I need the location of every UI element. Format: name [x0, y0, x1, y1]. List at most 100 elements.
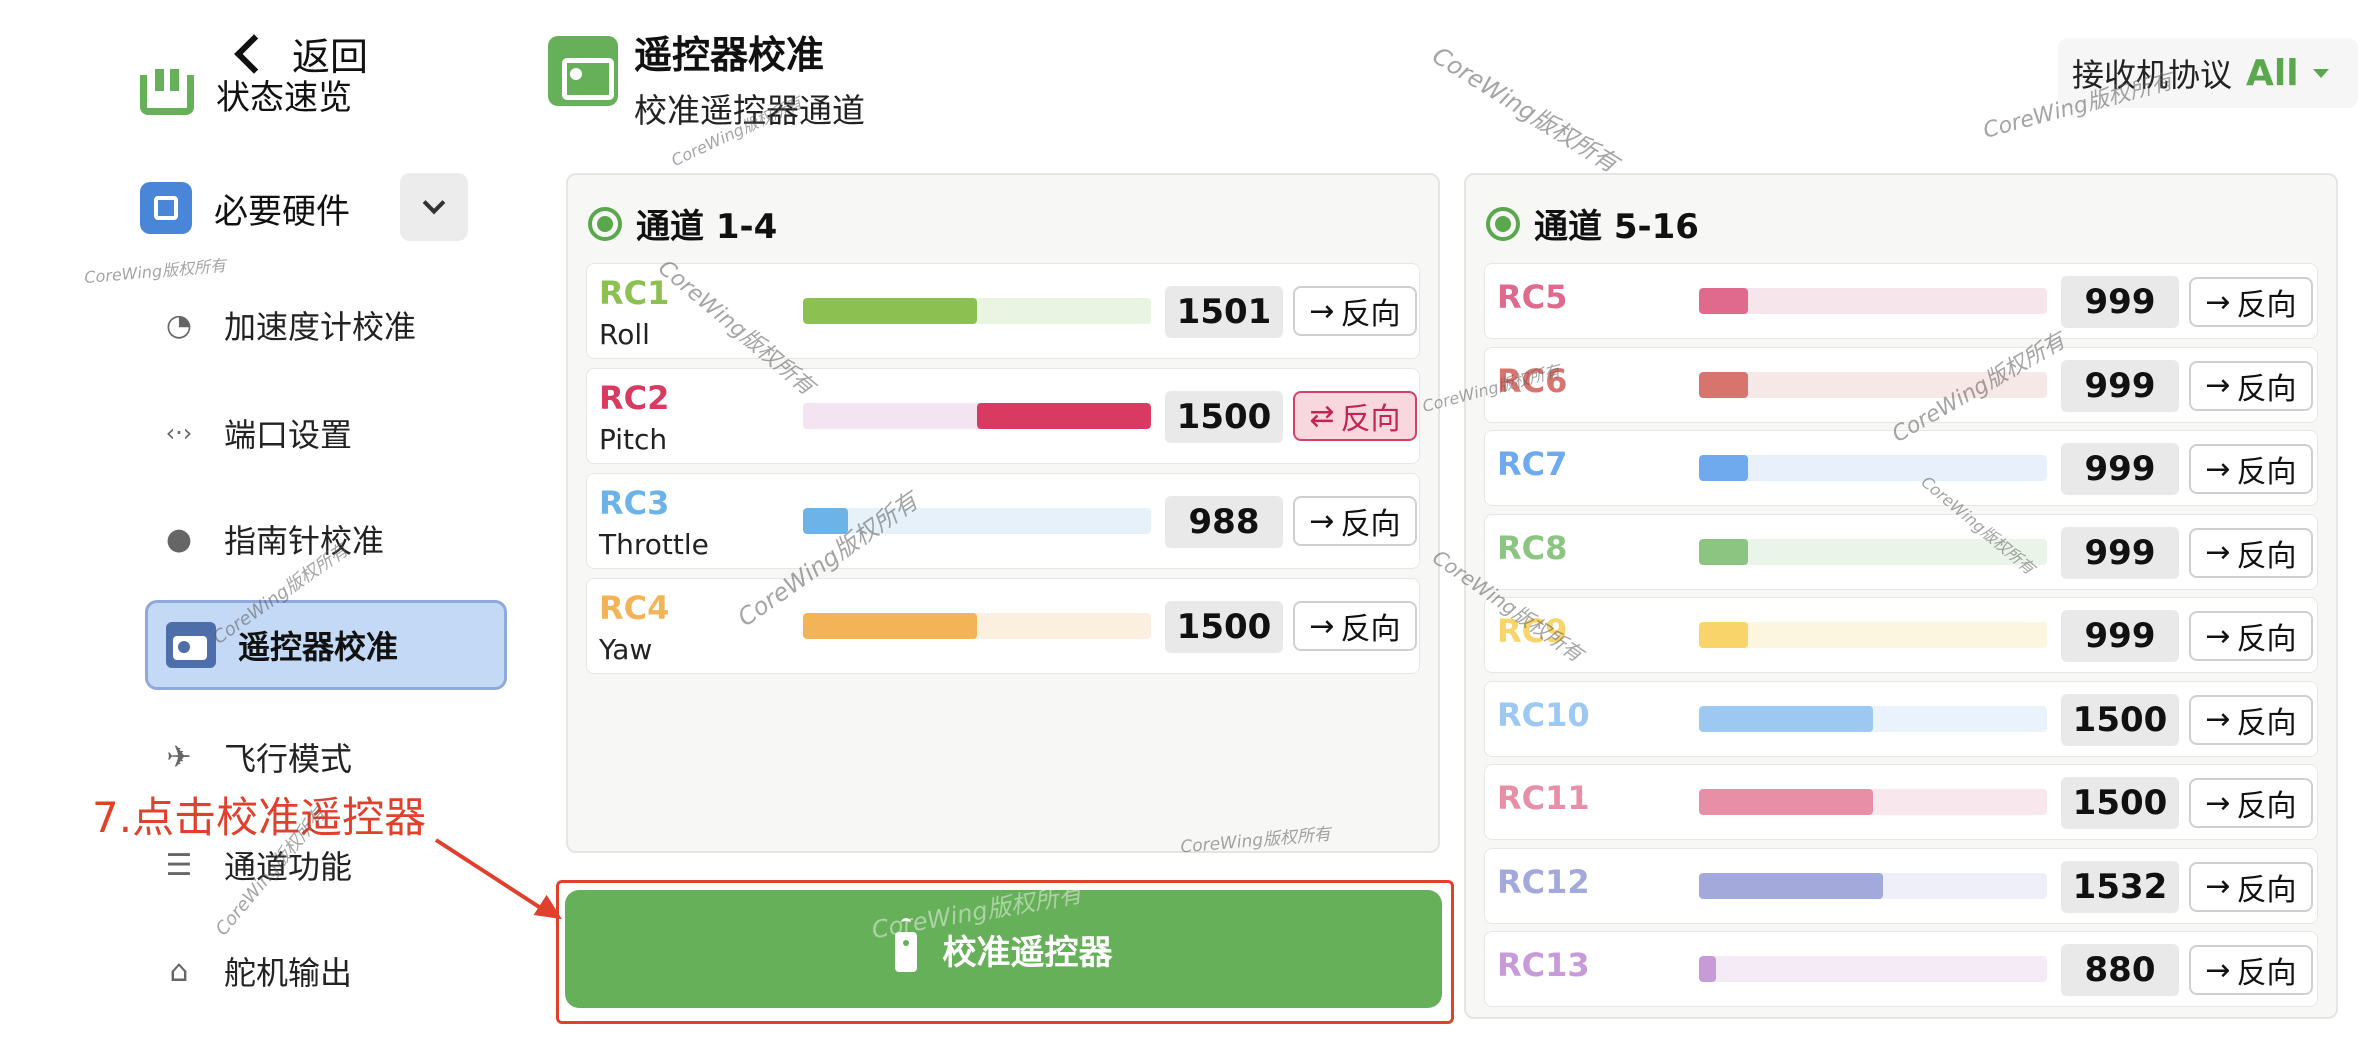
channel-row: RC5 999 → 反向	[1484, 263, 2318, 339]
receiver-protocol-select[interactable]: 接收机协议 All	[2058, 38, 2358, 108]
gauge-icon: ◔	[165, 307, 193, 343]
reverse-label: 反向	[2236, 872, 2297, 908]
radio-icon	[548, 36, 618, 106]
channel-bar-fill	[1699, 872, 1884, 899]
channel-bar	[1699, 371, 2047, 398]
swap-arrows-icon: ⇄	[1309, 398, 1335, 434]
reverse-button[interactable]: → 反向	[2189, 277, 2313, 327]
channel-row: RC1 Roll 1501 → 反向	[586, 263, 1420, 359]
arrow-right-icon: →	[2205, 618, 2231, 654]
sidebar-item-accel[interactable]: ◔ 加速度计校准	[160, 302, 416, 348]
arrow-right-icon: →	[2205, 284, 2231, 320]
channel-name: RC11	[1497, 779, 1590, 817]
protocol-value: All	[2246, 52, 2299, 94]
arrow-right-icon: →	[2205, 368, 2231, 403]
page-title: 遥控器校准	[634, 33, 825, 77]
caret-down-icon	[2312, 68, 2329, 78]
channel-value: 999	[2061, 526, 2179, 579]
sidebar-item-servo-output[interactable]: ⌂ 舵机输出	[160, 948, 352, 994]
reverse-button[interactable]: → 反向	[1293, 601, 1417, 651]
arrow-right-icon: →	[1309, 503, 1335, 539]
reverse-button[interactable]: → 反向	[2189, 861, 2313, 912]
plane-icon: ✈	[166, 739, 192, 775]
channel-value: 1500	[2061, 777, 2179, 829]
back-button[interactable]: 返回	[234, 26, 368, 81]
reverse-button[interactable]: → 反向	[2189, 694, 2313, 745]
sidebar-item-rc-calibration[interactable]: 遥控器校准	[145, 600, 507, 690]
reverse-label: 反向	[2236, 956, 2297, 991]
channel-bar-fill	[977, 403, 1151, 429]
channel-name: RC4	[599, 589, 670, 627]
channel-name: RC6	[1497, 361, 1568, 400]
channel-bar	[1699, 538, 2047, 565]
compass-icon: ●	[165, 521, 193, 557]
sidebar-item-label: 加速度计校准	[224, 308, 417, 346]
reverse-label: 反向	[2236, 789, 2297, 824]
channel-value: 999	[2061, 276, 2179, 328]
annotation-text: 7.点击校准遥控器	[92, 793, 427, 842]
sidebar-item-flight-modes[interactable]: ✈ 飞行模式	[160, 734, 352, 780]
reverse-button[interactable]: → 反向	[2189, 945, 2313, 995]
channel-row: RC6 999 → 反向	[1484, 346, 2318, 423]
arrow-right-icon: →	[2205, 702, 2231, 737]
radio-icon	[166, 622, 216, 668]
reverse-button[interactable]: → 反向	[2189, 611, 2313, 661]
channel-name: RC2	[599, 379, 670, 417]
sidebar-item-channel-functions[interactable]: ☰ 通道功能	[160, 842, 352, 888]
reverse-button[interactable]: → 反向	[1293, 496, 1417, 546]
protocol-label: 接收机协议	[2072, 56, 2233, 94]
dashboard-icon	[140, 68, 194, 115]
channel-name: RC3	[599, 484, 670, 522]
sidebar-item-compass[interactable]: ● 指南针校准	[160, 516, 384, 562]
reverse-button[interactable]: → 反向	[2189, 360, 2313, 411]
channels-5-16-panel: 通道 5-16 RC5 999 → 反向 RC6 999 → 反向 RC7 99…	[1464, 173, 2338, 1019]
reverse-label: 反向	[2236, 371, 2297, 407]
sidebar-item-required-hardware[interactable]: 必要硬件	[140, 182, 350, 234]
channel-name: RC1	[599, 274, 670, 312]
channel-function: Throttle	[599, 528, 709, 561]
channel-function: Pitch	[599, 423, 668, 456]
page-subtitle: 校准遥控器通道	[634, 91, 865, 130]
chevron-left-icon	[234, 33, 274, 74]
channel-bar-fill	[1699, 789, 1873, 815]
channels-1-4-panel: 通道 1-4 RC1 Roll 1501 → 反向 RC2 Pitch 1500…	[566, 173, 1440, 853]
sidebar-item-label: 必要硬件	[214, 191, 350, 232]
calibrate-label: 校准遥控器	[942, 932, 1113, 973]
channel-value: 1500	[2061, 693, 2179, 746]
sidebar-item-status[interactable]: 状态速览	[140, 68, 352, 119]
channel-row: RC7 999 → 反向	[1484, 430, 2318, 506]
sidebar-item-ports[interactable]: ‹·› 端口设置	[160, 410, 352, 456]
channel-bar	[1699, 455, 2047, 481]
reverse-button[interactable]: → 反向	[2189, 444, 2313, 494]
sidebar-item-label: 通道功能	[224, 848, 353, 886]
channel-value: 999	[2061, 610, 2179, 662]
sidebar-item-label: 舵机输出	[224, 954, 353, 992]
channel-name: RC12	[1497, 862, 1590, 901]
channel-value: 1501	[1165, 286, 1283, 338]
channel-value: 1532	[2061, 860, 2179, 913]
channel-bar	[803, 298, 1151, 324]
collapse-toggle-button[interactable]	[400, 173, 468, 241]
calibrate-rc-button[interactable]: 校准遥控器	[565, 890, 1442, 1008]
reverse-label: 反向	[1340, 297, 1401, 332]
channel-bar	[1699, 789, 2047, 815]
channel-bar-fill	[803, 508, 849, 534]
channel-row: RC4 Yaw 1500 → 反向	[586, 578, 1420, 674]
channel-row: RC12 1532 → 反向	[1484, 847, 2318, 924]
channel-value: 999	[2061, 359, 2179, 412]
reverse-button[interactable]: ⇄ 反向	[1293, 391, 1417, 441]
arrow-right-icon: →	[2205, 785, 2231, 821]
reverse-button[interactable]: → 反向	[2189, 778, 2313, 828]
channel-row: RC9 999 → 反向	[1484, 597, 2318, 673]
arrow-right-icon: →	[2205, 535, 2231, 570]
radio-dot-icon	[1486, 206, 1520, 241]
channel-value: 880	[2061, 944, 2179, 996]
channel-bar-fill	[1699, 288, 1748, 314]
reverse-button[interactable]: → 反向	[1293, 286, 1417, 336]
channel-row: RC11 1500 → 反向	[1484, 764, 2318, 840]
reverse-label: 反向	[1340, 612, 1401, 647]
reverse-button[interactable]: → 反向	[2189, 527, 2313, 578]
channel-bar	[1699, 622, 2047, 648]
arrow-right-icon: →	[2205, 451, 2231, 487]
arrow-right-icon: →	[2205, 869, 2231, 904]
